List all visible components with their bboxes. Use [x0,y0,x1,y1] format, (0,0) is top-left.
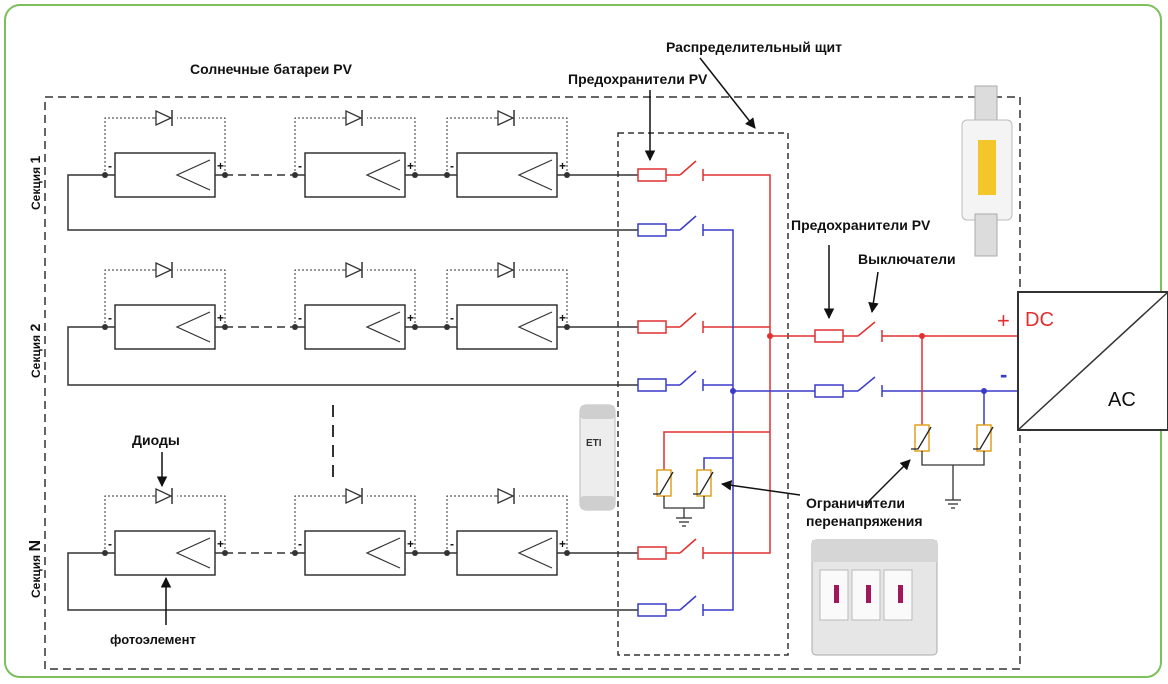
svg-text:-: - [108,311,112,325]
bypass-diode [104,487,226,553]
bypass-diode [446,487,568,553]
minus-sign: - [1000,362,1008,387]
pv-panel: -+ [102,109,228,198]
svg-text:-: - [298,311,302,325]
dc-output-lines [733,321,1018,398]
surge-limiters-label-1: Ограничители [806,495,905,511]
svg-text:+: + [559,159,566,173]
bypass-diode [294,261,416,327]
bypass-diode [104,261,226,327]
bypass-diode [104,109,226,175]
negative-bus [703,229,734,611]
varistor [973,424,994,452]
inverter [1017,291,1168,431]
surge-limiters-label-2: перенапряжения [806,513,923,529]
bypass-diode [446,109,568,175]
pv-panel: -+ [444,261,570,350]
varistor [693,469,714,497]
ground-symbol [676,508,692,527]
svg-text:+: + [217,537,224,551]
svg-text:-: - [108,159,112,173]
photocell-label: фотоэлемент [110,632,196,647]
arrow-switches [868,271,879,314]
arrow-limiters-right [864,459,911,506]
section-1-label: Секция 1 [27,155,43,210]
svg-text:+: + [407,537,414,551]
ac-label: AC [1108,389,1136,411]
svg-text:+: + [559,311,566,325]
cartridge-fuse-image: ETI [579,404,616,511]
svg-text:-: - [108,537,112,551]
pv-panel: -+ [102,261,228,350]
svg-text:+: + [217,311,224,325]
nh-fuse-image [961,85,1013,257]
pv-arrays-label: Солнечные батареи PV [190,61,352,77]
bypass-diode [294,487,416,553]
pv-panel: -+ [102,487,228,576]
svg-text:+: + [559,537,566,551]
pv-panel: -+ [292,261,418,350]
varistor [653,469,674,497]
section-n-label: Секция N [27,539,44,598]
board-surge-limiters [653,431,770,527]
arrow-limiters-left [720,480,801,496]
string-row: -+-+-+ [67,261,638,386]
diodes-label: Диоды [132,432,180,448]
pv-panel: -+ [444,109,570,198]
distribution-board-label: Распределительный щит [666,39,843,55]
pv-fuses-top-label: Предохранители PV [568,71,708,87]
board-fuse-switch [637,370,704,392]
positive-bus [703,174,771,554]
svg-text:-: - [450,159,454,173]
varistor [911,424,932,452]
arrow-board-1 [699,57,756,129]
board-fuse-switch [637,595,704,617]
distribution-board-box [617,132,789,656]
svg-text:+: + [407,311,414,325]
pv-panel: -+ [292,487,418,576]
dc-label: DC [1025,309,1054,331]
switches-label: Выключатели [858,251,956,267]
plus-sign: + [997,308,1010,333]
surge-protector-image [811,539,938,656]
pv-fuses-right-label: Предохранители PV [791,217,931,233]
svg-text:+: + [217,159,224,173]
board-fuse-switch [637,312,704,334]
svg-text:ETI: ETI [586,438,602,449]
bypass-diode [294,109,416,175]
pv-panel: -+ [444,487,570,576]
pv-panel: -+ [292,109,418,198]
svg-text:-: - [450,311,454,325]
svg-text:-: - [298,159,302,173]
svg-text:-: - [298,537,302,551]
dc-surge-limiters [911,333,994,509]
board-fuse-switch [637,215,704,237]
bypass-diode [446,261,568,327]
svg-text:-: - [450,537,454,551]
svg-text:+: + [407,159,414,173]
string-row: -+-+-+ [67,109,638,231]
board-fuse-switch [637,160,704,182]
ground-symbol [945,490,961,509]
string-row: -+-+-+ [67,487,638,611]
board-fuse-switch [637,538,704,560]
section-2-label: Секция 2 [27,323,43,378]
